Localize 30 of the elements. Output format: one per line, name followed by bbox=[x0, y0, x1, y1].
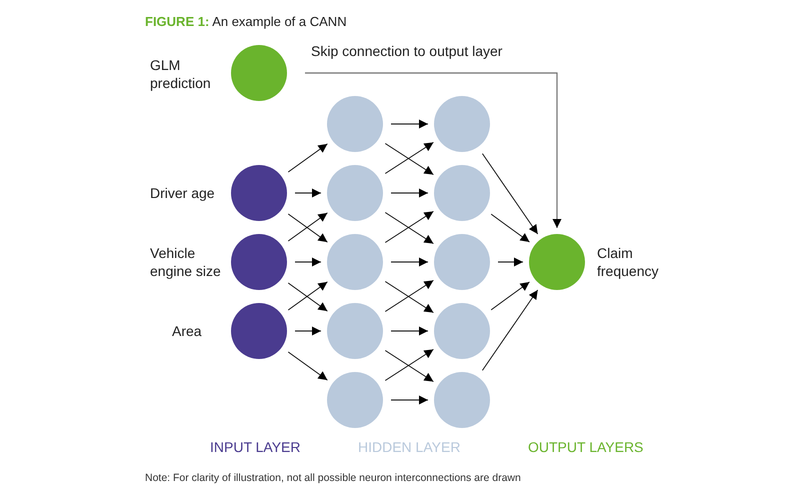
arrow bbox=[390, 188, 428, 198]
neuron-circle bbox=[529, 234, 585, 290]
layer-label: HIDDEN LAYER bbox=[358, 439, 460, 455]
node-label: Driver age bbox=[150, 184, 216, 202]
node-label: GLM prediction bbox=[150, 56, 212, 92]
edge-label: Skip connection to output layer bbox=[309, 43, 504, 59]
neuron-circle bbox=[434, 303, 490, 359]
arrow bbox=[482, 153, 538, 234]
arrow bbox=[498, 258, 524, 266]
arrow bbox=[390, 326, 428, 336]
arrow bbox=[390, 396, 428, 404]
arrow bbox=[288, 352, 328, 381]
node-label: Claim frequency bbox=[597, 244, 660, 280]
node-label: Area bbox=[172, 322, 203, 340]
arrow bbox=[490, 214, 530, 242]
arrow bbox=[294, 326, 322, 336]
arrow bbox=[288, 143, 328, 172]
arrow bbox=[490, 282, 530, 310]
arrow bbox=[294, 188, 322, 198]
figure-title: FIGURE 1: An example of a CANN bbox=[145, 14, 347, 29]
arrow bbox=[294, 258, 322, 266]
layer-label: INPUT LAYER bbox=[210, 439, 301, 455]
layer-label: OUTPUT LAYERS bbox=[528, 439, 644, 455]
neuron-circle bbox=[434, 165, 490, 221]
note-text: Note: For clarity of illustration, not all possible neuron interconnections are drawn bbox=[145, 472, 521, 484]
node-label: Vehicle engine size bbox=[150, 244, 222, 280]
arrow bbox=[390, 258, 428, 266]
arrow bbox=[305, 72, 562, 228]
arrow bbox=[482, 290, 538, 371]
arrow bbox=[390, 120, 428, 128]
